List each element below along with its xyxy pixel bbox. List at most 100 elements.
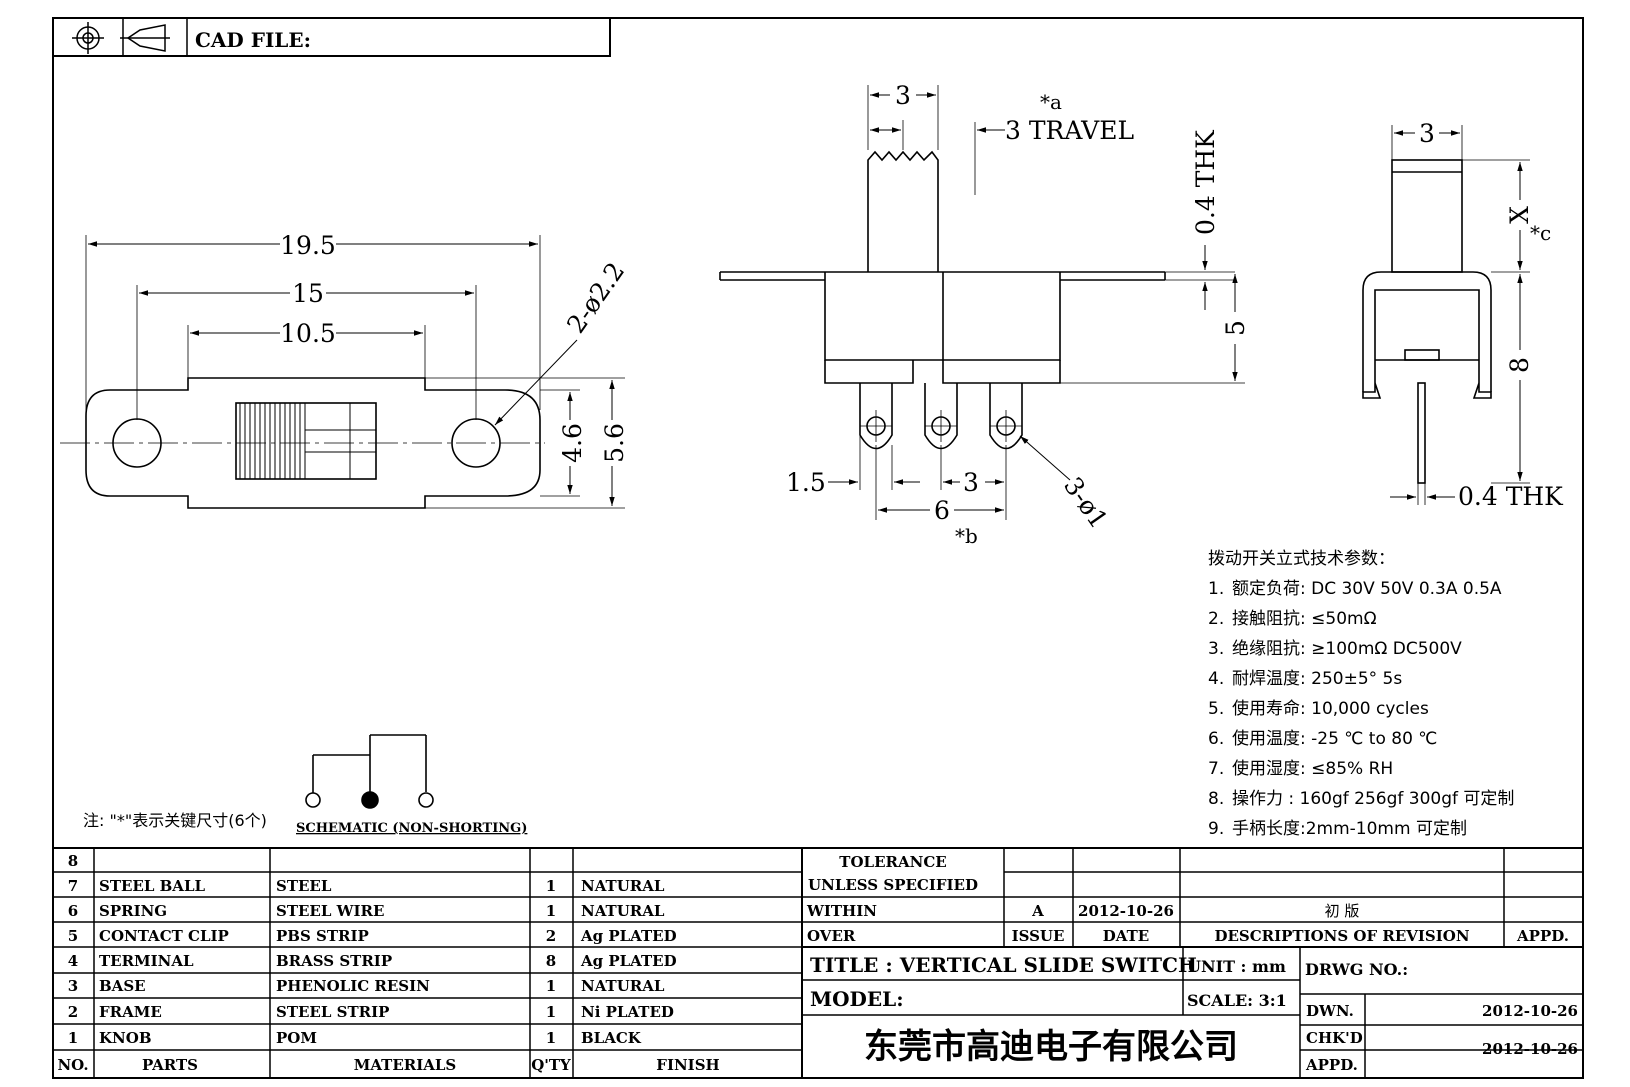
bom-part: KNOB (99, 1029, 152, 1047)
dim-x: X (1505, 206, 1534, 224)
unit-label: UNIT : mm (1187, 957, 1286, 976)
revision-description: 初 版 (1325, 902, 1360, 920)
appd-label: APPD. (1516, 927, 1569, 945)
dim-thickness: 0.4 THK (1191, 129, 1220, 235)
tolerance-within: WITHIN (806, 902, 877, 920)
spec-no-8: 8. (1208, 789, 1224, 809)
model-label: MODEL: (810, 987, 904, 1011)
cad-file-label: CAD FILE: (195, 28, 311, 52)
date-label: DATE (1103, 927, 1149, 945)
base-front (824, 360, 1061, 384)
spec-no-3: 3. (1208, 639, 1224, 659)
bom-qty: 1 (546, 877, 556, 895)
bom-material: BRASS STRIP (276, 952, 392, 970)
description-label: DESCRIPTIONS OF REVISION (1214, 927, 1469, 945)
chkd-label: CHK'D (1306, 1029, 1363, 1047)
bom-part: FRAME (99, 1003, 162, 1021)
bom-part: SPRING (99, 902, 167, 920)
dim-height-inner: 4.6 (558, 423, 587, 463)
schematic (305, 734, 434, 809)
bom-qty: 1 (546, 1029, 556, 1047)
spec-no-4: 4. (1208, 669, 1224, 689)
bom-finish: NATURAL (581, 977, 665, 995)
dwn-date: 2012-10-26 (1482, 1002, 1578, 1020)
bom-material: PHENOLIC RESIN (276, 977, 430, 995)
bom-row: 3 BASE PHENOLIC RESIN 1 NATURAL (68, 977, 665, 995)
dim-travel: 3 TRAVEL (1005, 116, 1134, 145)
sheet-border (52, 17, 1584, 1079)
dim-pin-thickness: 0.4 THK (1458, 482, 1564, 511)
dim-terminal-pitch: 3 (963, 468, 979, 497)
company-name: 东莞市高迪电子有限公司 (864, 1027, 1238, 1067)
bom-qty: 8 (546, 952, 556, 970)
bom-row: 7 STEEL BALL STEEL 1 NATURAL (68, 877, 665, 895)
dim-holes: 2-ø2.2 (561, 257, 630, 338)
bom-table: 8 7 STEEL BALL STEEL 1 NATURAL 6 SPRING … (57, 852, 719, 1074)
appd-sign-label: APPD. (1305, 1056, 1358, 1074)
bom-qty: 1 (546, 902, 556, 920)
dim-side-knob-width: 3 (1419, 119, 1435, 148)
schematic-terminal-right (418, 792, 434, 808)
bom-header-materials: MATERIALS (354, 1056, 457, 1074)
travel-marker: *a (1040, 90, 1062, 114)
revision-issue: A (1031, 902, 1044, 920)
bom-row: 6 SPRING STEEL WIRE 1 NATURAL (68, 902, 665, 920)
header-box: CAD FILE: (52, 17, 611, 57)
bom-finish: Ag PLATED (580, 952, 677, 970)
spec-text-1: 额定负荷: DC 30V 50V 0.3A 0.5A (1232, 579, 1502, 599)
bom-row: 2 FRAME STEEL STRIP 1 Ni PLATED (68, 1003, 674, 1021)
bom-header-qty: Q'TY (531, 1056, 571, 1074)
spec-text-6: 使用温度: -25 ℃ to 80 ℃ (1232, 728, 1437, 749)
dim-terminal-span: 6 (934, 496, 950, 525)
bom-no: 7 (68, 877, 78, 895)
bom-row: 8 (68, 852, 78, 870)
bom-no: 6 (68, 902, 78, 920)
spec-no-2: 2. (1208, 609, 1224, 629)
schematic-terminal-left (305, 792, 321, 808)
bom-material: STEEL (276, 877, 332, 895)
side-view-dims: 3 X *c 8 0.4 THK (1415, 119, 1564, 511)
drawing-title: TITLE : VERTICAL SLIDE SWITCH (810, 953, 1197, 977)
bom-header: NO. PARTS MATERIALS Q'TY FINISH (57, 1056, 719, 1074)
spec-text-4: 耐焊温度: 250±5° 5s (1232, 669, 1402, 689)
tolerance-revision: TOLERANCE UNLESS SPECIFIED WITHIN OVER A… (806, 853, 1569, 945)
knob-ridges (239, 403, 376, 479)
title-block: TITLE : VERTICAL SLIDE SWITCH MODEL: UNI… (810, 953, 1578, 1074)
tolerance-line-2: UNLESS SPECIFIED (808, 876, 978, 894)
bom-part: BASE (99, 977, 146, 995)
front-view-dims: 3 *a 3 TRAVEL 0.4 THK 5 1.5 3 6 *b 3-ø1 (786, 81, 1250, 548)
x-marker: *c (1530, 221, 1551, 245)
span-marker: *b (955, 524, 978, 548)
schematic-terminal-common (361, 791, 379, 809)
bom-material: POM (276, 1029, 317, 1047)
spec-text-5: 使用寿命: 10,000 cycles (1232, 698, 1429, 719)
top-view (60, 235, 625, 509)
schematic-label: SCHEMATIC (NON-SHORTING) (296, 821, 527, 836)
dim-terminal-offset: 1.5 (786, 468, 826, 497)
dim-height-outer: 5.6 (600, 423, 629, 463)
knob-side (1391, 159, 1463, 273)
top-view-outline (85, 377, 541, 509)
knob-outline (235, 402, 377, 480)
bom-row: 1 KNOB POM 1 BLACK (68, 1029, 642, 1047)
spec-no-7: 7. (1208, 759, 1224, 779)
bom-row: 5 CONTACT CLIP PBS STRIP 2 Ag PLATED (68, 927, 677, 945)
bom-finish: Ag PLATED (580, 927, 677, 945)
bom-header-no: NO. (57, 1056, 88, 1074)
bom-header-parts: PARTS (142, 1056, 198, 1074)
spec-text-2: 接触阻抗: ≤50mΩ (1232, 609, 1377, 629)
side-view (1362, 125, 1530, 505)
bom-qty: 2 (546, 927, 556, 945)
knob-front (867, 150, 939, 272)
title-block-grid (53, 847, 1583, 1078)
scale-label: SCALE: 3:1 (1187, 991, 1287, 1010)
spec-text-9: 手柄长度:2mm-10mm 可定制 (1232, 819, 1467, 839)
spec-text-8: 操作力 : 160gf 256gf 300gf 可定制 (1232, 789, 1514, 809)
bom-part: CONTACT CLIP (99, 927, 229, 945)
dim-knob-width: 3 (895, 81, 911, 110)
bom-no: 3 (68, 977, 78, 995)
dim-body-height: 5 (1221, 320, 1250, 336)
bom-material: STEEL STRIP (276, 1003, 389, 1021)
bom-finish: BLACK (581, 1029, 642, 1047)
